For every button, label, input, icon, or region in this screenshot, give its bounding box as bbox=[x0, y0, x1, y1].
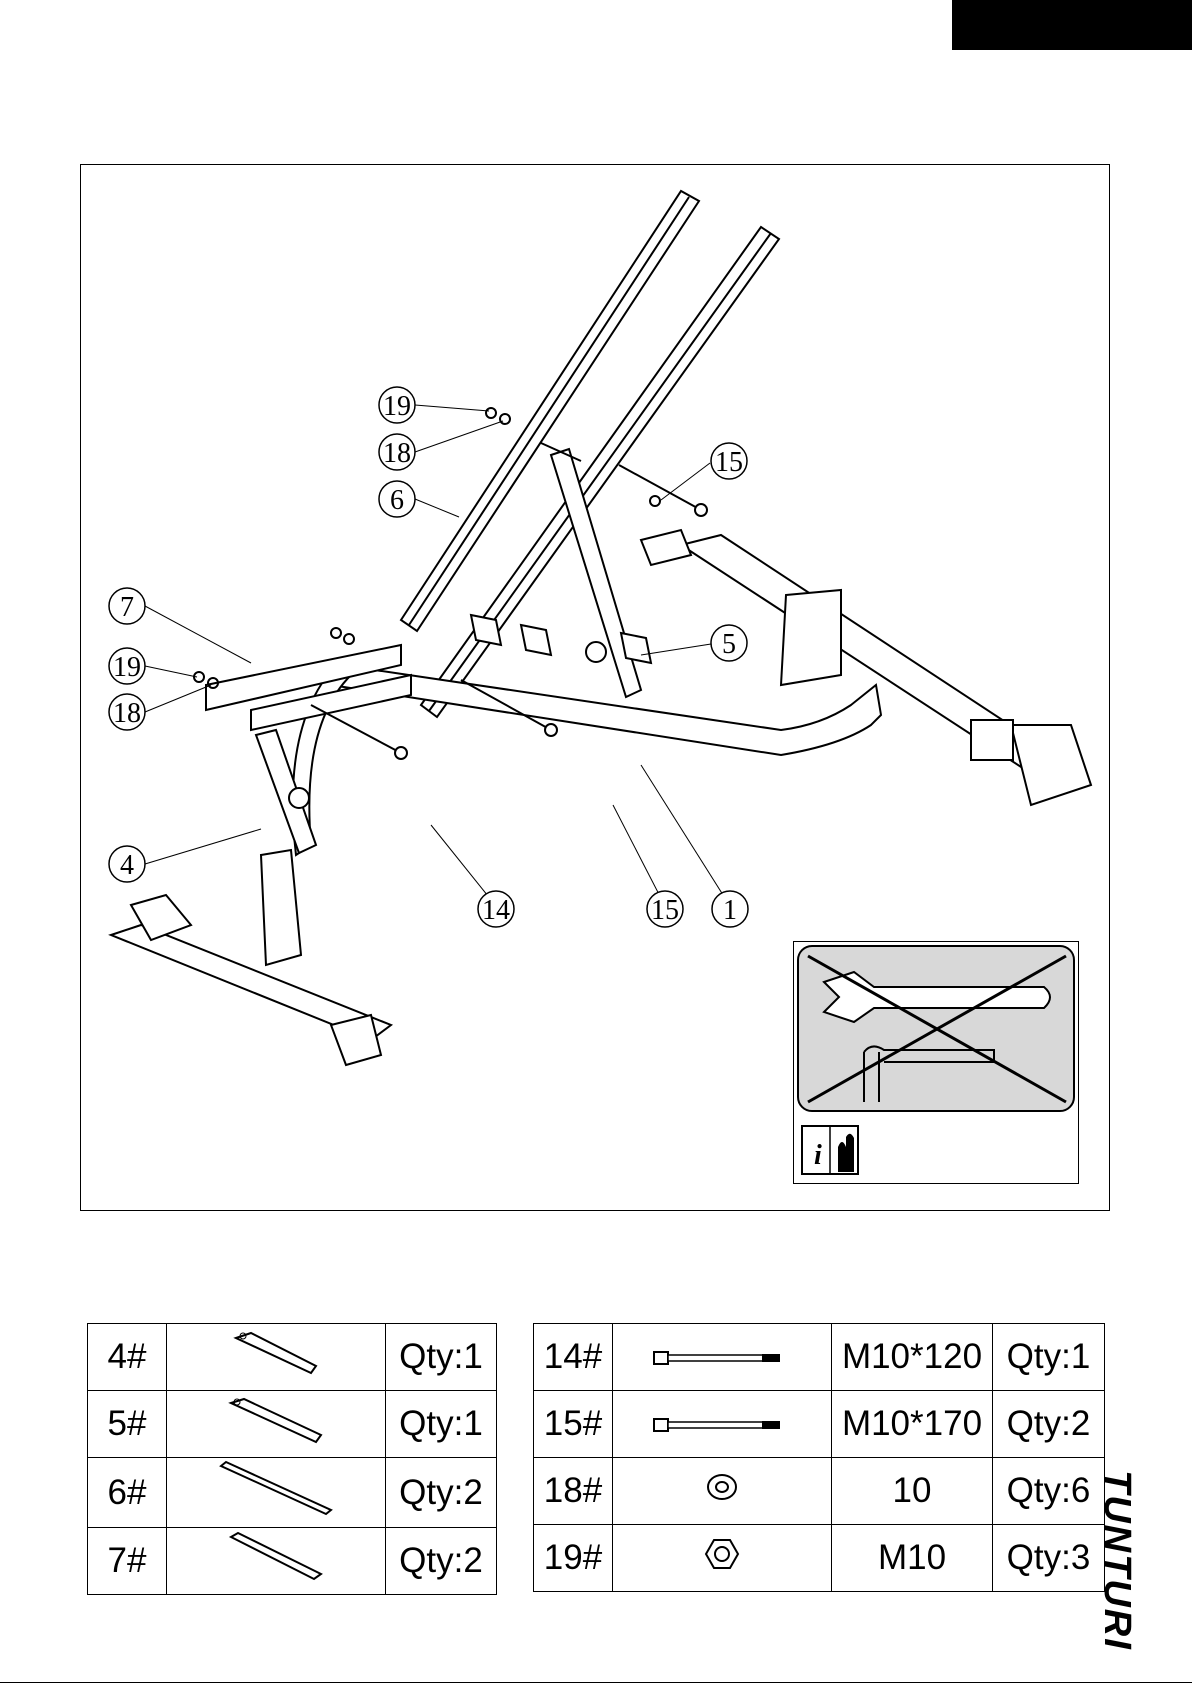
part-id: 4# bbox=[88, 1324, 167, 1391]
short-bar-icon bbox=[167, 1528, 386, 1595]
part-qty: Qty:2 bbox=[386, 1528, 497, 1595]
bolt-icon bbox=[613, 1391, 832, 1458]
part-qty: Qty:1 bbox=[993, 1324, 1105, 1391]
callout-7: 7 bbox=[109, 588, 145, 624]
part-id: 5# bbox=[88, 1391, 167, 1458]
svg-text:4: 4 bbox=[120, 850, 134, 881]
nut-icon bbox=[613, 1525, 832, 1592]
part-id: 7# bbox=[88, 1528, 167, 1595]
callout-6: 6 bbox=[379, 481, 415, 517]
part-id: 6# bbox=[88, 1458, 167, 1528]
callout-4: 4 bbox=[109, 846, 145, 882]
part-qty: Qty:2 bbox=[993, 1391, 1105, 1458]
washer-icon bbox=[613, 1458, 832, 1525]
bottom-rule bbox=[0, 1682, 1192, 1683]
part-id: 19# bbox=[534, 1525, 613, 1592]
callout-18a: 18 bbox=[379, 434, 415, 470]
svg-text:18: 18 bbox=[113, 698, 141, 729]
part-size: M10*120 bbox=[832, 1324, 993, 1391]
part-qty: Qty:6 bbox=[993, 1458, 1105, 1525]
callout-1: 1 bbox=[712, 891, 748, 927]
table-row: 5# Qty:1 bbox=[88, 1391, 497, 1458]
callout-15b: 15 bbox=[647, 891, 683, 927]
callout-5: 5 bbox=[711, 625, 747, 661]
part-id: 14# bbox=[534, 1324, 613, 1391]
callout-14: 14 bbox=[478, 891, 514, 927]
svg-text:15: 15 bbox=[651, 895, 679, 926]
table-row: 4# Qty:1 bbox=[88, 1324, 497, 1391]
part-size: M10*170 bbox=[832, 1391, 993, 1458]
part-id: 18# bbox=[534, 1458, 613, 1525]
svg-text:14: 14 bbox=[482, 895, 510, 926]
svg-text:7: 7 bbox=[120, 592, 134, 623]
parts-table-left: 4# Qty:1 5# Qty:1 6# Qty:2 7# Qty:2 bbox=[87, 1323, 497, 1595]
corner-tab bbox=[952, 0, 1192, 50]
callout-19b: 19 bbox=[109, 648, 145, 684]
warning-box: i bbox=[793, 941, 1079, 1184]
svg-text:15: 15 bbox=[715, 447, 743, 478]
table-row: 6# Qty:2 bbox=[88, 1458, 497, 1528]
table-row: 14# M10*120 Qty:1 bbox=[534, 1324, 1105, 1391]
read-manual-icon: i bbox=[802, 1126, 858, 1174]
brand-logo: TUNTURI bbox=[1095, 1470, 1138, 1651]
svg-text:1: 1 bbox=[723, 895, 737, 926]
part-size: M10 bbox=[832, 1525, 993, 1592]
bolt-icon bbox=[613, 1324, 832, 1391]
part-qty: Qty:2 bbox=[386, 1458, 497, 1528]
svg-text:i: i bbox=[814, 1140, 822, 1171]
svg-text:5: 5 bbox=[722, 629, 736, 660]
callout-18b: 18 bbox=[109, 694, 145, 730]
table-row: 7# Qty:2 bbox=[88, 1528, 497, 1595]
svg-text:19: 19 bbox=[383, 391, 411, 422]
svg-text:19: 19 bbox=[113, 652, 141, 683]
table-row: 19# M10 Qty:3 bbox=[534, 1525, 1105, 1592]
part-id: 15# bbox=[534, 1391, 613, 1458]
short-bracket-icon bbox=[167, 1324, 386, 1391]
svg-text:18: 18 bbox=[383, 438, 411, 469]
table-row: 15# M10*170 Qty:2 bbox=[534, 1391, 1105, 1458]
callout-15a: 15 bbox=[711, 443, 747, 479]
table-row: 18# 10 Qty:6 bbox=[534, 1458, 1105, 1525]
part-qty: Qty:3 bbox=[993, 1525, 1105, 1592]
parts-table-right: 14# M10*120 Qty:1 15# M10*170 Qty:2 18# … bbox=[533, 1323, 1105, 1592]
long-bracket-icon bbox=[167, 1391, 386, 1458]
assembly-diagram: 19 18 6 15 7 19 18 5 4 14 15 1 i bbox=[80, 164, 1110, 1211]
long-bar-icon bbox=[167, 1458, 386, 1528]
part-size: 10 bbox=[832, 1458, 993, 1525]
callout-19a: 19 bbox=[379, 387, 415, 423]
part-qty: Qty:1 bbox=[386, 1391, 497, 1458]
part-qty: Qty:1 bbox=[386, 1324, 497, 1391]
svg-text:6: 6 bbox=[390, 485, 404, 516]
